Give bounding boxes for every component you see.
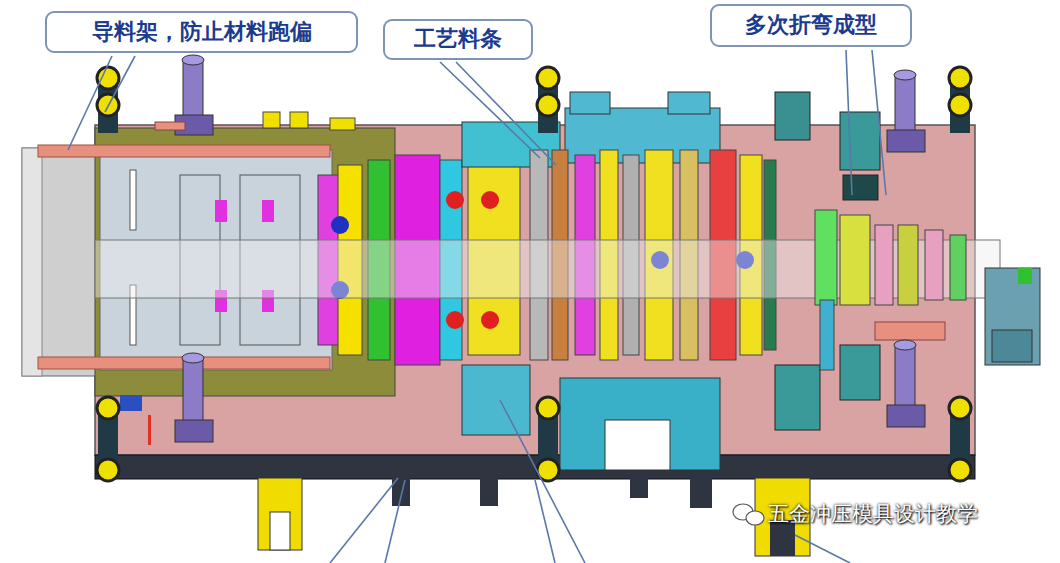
die-part	[22, 148, 102, 376]
callout-text: 导料架，防止材料跑偏	[92, 19, 312, 45]
callout-box: 工艺料条	[383, 19, 533, 60]
die-part	[630, 478, 648, 498]
die-part	[155, 122, 185, 130]
die-part	[440, 62, 540, 158]
die-part	[872, 50, 886, 195]
die-part	[262, 200, 274, 222]
watermark: 五金冲压模具设计教学	[768, 500, 978, 528]
die-part	[105, 56, 135, 112]
die-part	[215, 200, 227, 222]
die-part	[949, 67, 971, 89]
die-part	[815, 210, 837, 305]
guide-posts	[97, 55, 971, 481]
die-part	[795, 535, 850, 563]
die-part	[950, 235, 966, 300]
die-part	[668, 92, 710, 114]
die-base	[95, 125, 975, 556]
die-part	[456, 62, 556, 165]
material-strip	[95, 92, 1040, 430]
die-part	[148, 415, 151, 445]
die-part	[898, 225, 918, 305]
die-part	[500, 400, 585, 563]
callout-text: 多次折弯成型	[745, 12, 877, 38]
die-part	[887, 130, 925, 152]
die-part	[985, 268, 1040, 365]
die-part	[446, 191, 464, 209]
die-part	[537, 397, 559, 419]
die-part	[182, 55, 204, 65]
die-part	[258, 478, 302, 550]
die-part	[840, 345, 880, 400]
die-part	[130, 170, 136, 230]
die-part	[775, 365, 820, 430]
die-part	[949, 94, 971, 116]
die-part	[38, 145, 330, 157]
die-part	[97, 459, 119, 481]
die-part	[537, 94, 559, 116]
die-part	[894, 340, 916, 350]
die-part	[746, 511, 764, 525]
die-part	[846, 50, 852, 195]
die-part	[535, 480, 555, 563]
die-part	[949, 397, 971, 419]
die-part	[887, 405, 925, 427]
die-part	[840, 215, 870, 305]
die-part	[22, 148, 42, 376]
die-part	[263, 112, 280, 128]
die-part	[120, 395, 142, 411]
die-part	[270, 512, 290, 550]
die-part	[925, 230, 943, 300]
callout-text: 工艺料条	[414, 26, 502, 52]
die-part	[605, 420, 670, 470]
die-part	[1018, 268, 1032, 284]
die-part	[97, 67, 119, 89]
die-part	[840, 112, 880, 170]
die-part	[446, 311, 464, 329]
leader-lines	[68, 50, 886, 563]
die-part	[775, 92, 810, 140]
die-part	[97, 397, 119, 419]
die-part	[68, 56, 112, 150]
die-part	[331, 216, 349, 234]
die-part	[690, 478, 712, 508]
die-part	[480, 478, 498, 506]
die-part	[385, 480, 405, 563]
die-part	[183, 60, 203, 122]
callout-box: 多次折弯成型	[710, 4, 912, 47]
die-part	[843, 175, 878, 200]
die-part	[537, 67, 559, 89]
die-part	[875, 322, 945, 340]
die-part	[560, 378, 720, 470]
die-part	[949, 459, 971, 481]
die-part	[570, 92, 610, 114]
die-part	[290, 112, 308, 128]
die-part	[330, 118, 355, 130]
die-part	[992, 330, 1032, 362]
die-part	[820, 300, 834, 370]
callout-box: 导料架，防止材料跑偏	[45, 11, 358, 53]
die-part	[481, 311, 499, 329]
die-part	[481, 191, 499, 209]
die-part	[462, 365, 530, 435]
die-part	[875, 225, 893, 305]
die-part	[175, 420, 213, 442]
watermark-icon	[733, 504, 764, 525]
die-part	[894, 70, 916, 80]
die-part	[182, 353, 204, 363]
